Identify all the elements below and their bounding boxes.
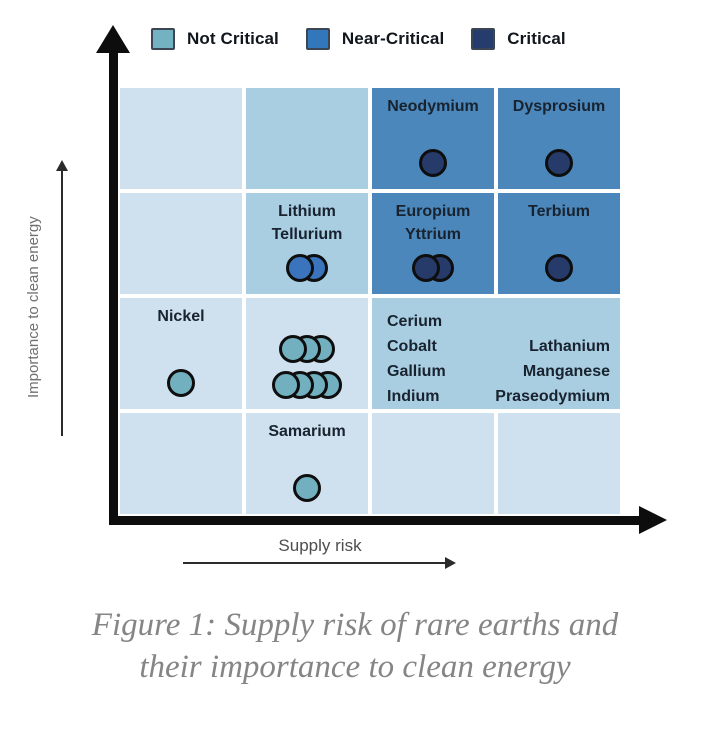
risk-matrix: Neodymium Dysprosium Lithium Tellurium E… bbox=[120, 88, 620, 514]
legend-item-not-critical: Not Critical bbox=[151, 28, 279, 50]
cell-label: Neodymium bbox=[387, 95, 479, 118]
element-dot-icon bbox=[545, 149, 573, 177]
legend-label: Near-Critical bbox=[341, 29, 445, 48]
element-dots bbox=[246, 474, 368, 502]
cell-empty-r4c4 bbox=[498, 413, 620, 514]
element-dots bbox=[372, 254, 494, 282]
critical-swatch-icon bbox=[471, 28, 496, 50]
cell-nickel: Nickel bbox=[120, 298, 242, 409]
cell-samarium: Samarium bbox=[246, 413, 368, 514]
element-name: Lithium bbox=[278, 203, 336, 220]
element-name: Gallium bbox=[387, 363, 446, 380]
element-dot-icon bbox=[412, 254, 440, 282]
cell-label: Lithium Tellurium bbox=[272, 200, 343, 246]
supply-risk-arrow-line bbox=[183, 562, 447, 564]
legend-item-near-critical: Near-Critical bbox=[305, 28, 445, 50]
element-dot-icon bbox=[293, 474, 321, 502]
caption-line-2: their importance to clean energy bbox=[139, 649, 571, 685]
cell-label: Europium Yttrium bbox=[396, 200, 471, 246]
element-name: Cerium bbox=[387, 313, 443, 330]
caption-line-1: Figure 1: Supply risk of rare earths and bbox=[91, 607, 619, 643]
cell-lithium-tellurium: Lithium Tellurium bbox=[246, 193, 368, 294]
element-dot-icon bbox=[167, 369, 195, 397]
element-dot-icon bbox=[272, 371, 300, 399]
cell-empty-r1c1 bbox=[120, 88, 242, 189]
not-critical-swatch-icon bbox=[151, 28, 175, 50]
x-axis bbox=[109, 516, 640, 525]
element-dot-icon bbox=[286, 254, 314, 282]
element-name-list-right: Lathanium Manganese Praseodymium bbox=[495, 334, 610, 409]
cell-rare-earth-group: Cerium Cobalt Gallium Indium Lathanium M… bbox=[372, 298, 620, 409]
element-dots bbox=[498, 254, 620, 282]
cell-label: Nickel bbox=[157, 305, 204, 328]
figure-caption: Figure 1: Supply risk of rare earths and… bbox=[0, 604, 710, 688]
cell-label: Dysprosium bbox=[513, 95, 605, 118]
cell-empty-r4c1 bbox=[120, 413, 242, 514]
element-dots bbox=[120, 369, 242, 397]
supply-risk-arrow-icon bbox=[445, 557, 456, 569]
cell-label: Terbium bbox=[528, 200, 590, 223]
element-name: Neodymium bbox=[387, 98, 479, 115]
y-axis bbox=[109, 50, 118, 524]
element-dot-icon bbox=[545, 254, 573, 282]
legend: Not Critical Near-Critical Critical bbox=[151, 28, 566, 50]
element-name: Praseodymium bbox=[495, 388, 610, 405]
y-axis-arrowhead-icon bbox=[96, 25, 130, 53]
element-dot-icon bbox=[419, 149, 447, 177]
element-name: Europium bbox=[395, 203, 471, 220]
x-axis-label: Supply risk bbox=[278, 536, 362, 555]
legend-item-critical: Critical bbox=[471, 28, 566, 50]
element-dots bbox=[498, 149, 620, 177]
cell-terbium: Terbium bbox=[498, 193, 620, 294]
cell-dysprosium: Dysprosium bbox=[498, 88, 620, 189]
element-name: Yttrium bbox=[404, 226, 461, 243]
element-dot-icon bbox=[279, 335, 307, 363]
legend-label: Not Critical bbox=[187, 29, 279, 48]
cell-dot-cluster bbox=[246, 298, 368, 409]
cell-empty-r1c2 bbox=[246, 88, 368, 189]
cell-empty-r4c3 bbox=[372, 413, 494, 514]
element-name: Lathanium bbox=[529, 338, 610, 355]
cell-label: Samarium bbox=[268, 420, 345, 443]
importance-arrow-line bbox=[61, 168, 63, 436]
element-name: Tellurium bbox=[271, 226, 343, 243]
element-name: Samarium bbox=[268, 423, 346, 440]
near-critical-swatch-icon bbox=[305, 28, 330, 50]
cell-neodymium: Neodymium bbox=[372, 88, 494, 189]
cell-europium-yttrium: Europium Yttrium bbox=[372, 193, 494, 294]
element-name: Terbium bbox=[528, 203, 590, 220]
element-name: Nickel bbox=[157, 308, 205, 325]
y-axis-label: Importance to clean energy bbox=[25, 216, 42, 398]
element-name: Dysprosium bbox=[512, 98, 606, 115]
element-dots bbox=[246, 254, 368, 282]
importance-arrow-icon bbox=[56, 160, 68, 171]
legend-label: Critical bbox=[507, 29, 566, 48]
x-axis-arrowhead-icon bbox=[639, 506, 667, 534]
cell-empty-r2c1 bbox=[120, 193, 242, 294]
element-name: Cobalt bbox=[387, 338, 437, 355]
element-dots bbox=[372, 149, 494, 177]
element-dots bbox=[246, 335, 368, 399]
element-name: Indium bbox=[387, 388, 440, 405]
element-name: Manganese bbox=[522, 363, 610, 380]
element-name-list-left: Cerium Cobalt Gallium Indium bbox=[387, 309, 446, 409]
